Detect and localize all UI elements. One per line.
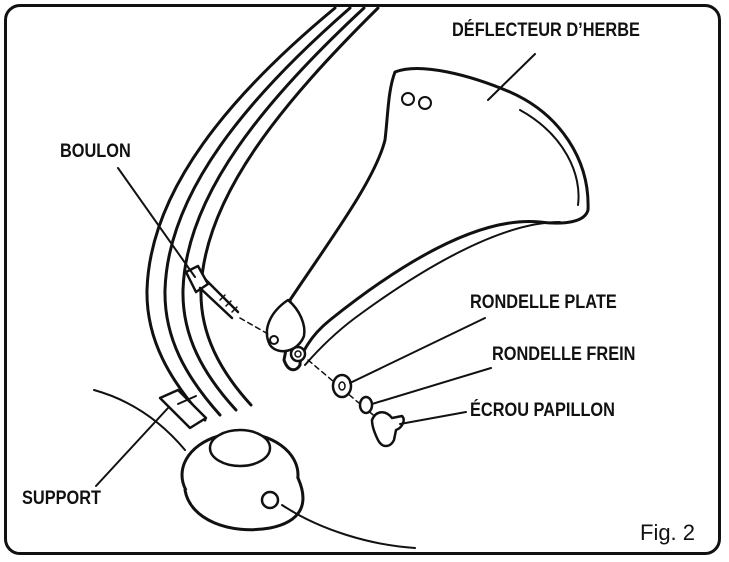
label-flat-washer: RONDELLE PLATE xyxy=(470,292,617,313)
trimmer-head xyxy=(93,389,416,549)
support-bracket xyxy=(158,388,208,430)
label-wing-nut: ÉCROU PAPILLON xyxy=(470,400,615,421)
label-bolt: BOULON xyxy=(60,141,131,162)
figure-number: Fig. 2 xyxy=(640,520,696,545)
leader-lines xyxy=(95,53,536,487)
label-grass-deflector: DÉFLECTEUR D’HERBE xyxy=(452,20,640,41)
wing-nut xyxy=(370,411,405,448)
flat-washer xyxy=(331,373,353,399)
trimmer-shaft xyxy=(145,6,380,422)
grass-deflector xyxy=(265,67,590,372)
lock-washer xyxy=(358,395,374,415)
label-support: SUPPORT xyxy=(22,488,101,509)
label-lock-washer: RONDELLE FREIN xyxy=(492,344,636,365)
